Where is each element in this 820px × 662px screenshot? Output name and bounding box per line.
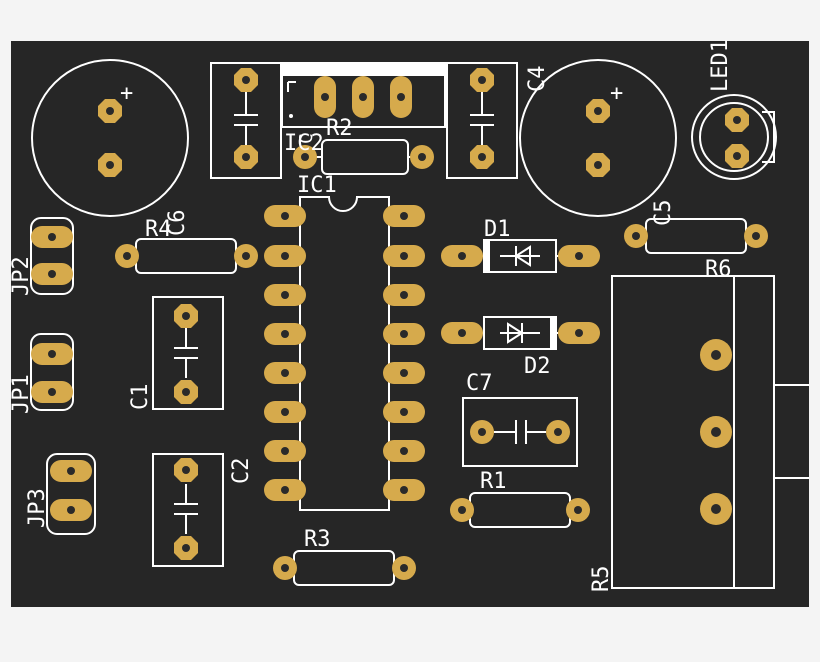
pad: [383, 401, 425, 423]
label-jp3: JP3: [25, 488, 50, 528]
led1-outline: [691, 94, 777, 180]
d1-cathode-band: [484, 240, 490, 272]
pad: [566, 498, 590, 522]
potentiometer-r5-outline: [611, 275, 809, 589]
pad: [450, 498, 474, 522]
pad: [31, 226, 73, 248]
label-c7: C7: [466, 371, 493, 396]
label-r5: R5: [589, 566, 614, 593]
pad: [174, 536, 198, 560]
capacitor-c4-outline: [519, 59, 677, 217]
pad: [725, 108, 749, 132]
pad: [470, 420, 494, 444]
pad: [234, 145, 258, 169]
jumper-jp2-outline: [30, 217, 74, 295]
pad: [410, 145, 434, 169]
pad: [234, 244, 258, 268]
pad: [174, 380, 198, 404]
pad: [98, 153, 122, 177]
jumper-jp1-outline: [30, 333, 74, 411]
label-r2: R2: [326, 116, 353, 141]
label-c6: C6: [165, 210, 190, 237]
pad: [234, 68, 258, 92]
label-r6: R6: [705, 257, 732, 282]
pads: [31, 68, 768, 580]
capacitor-c4b-outline: [446, 62, 518, 179]
capacitor-c1-outline: [152, 296, 224, 410]
pad: [470, 68, 494, 92]
pad: [392, 556, 416, 580]
pad: [174, 304, 198, 328]
pad: [31, 343, 73, 365]
pad: [352, 76, 374, 118]
pad: [383, 440, 425, 462]
pad: [390, 76, 412, 118]
label-r3: R3: [304, 527, 331, 552]
pad: [273, 556, 297, 580]
pad: [586, 99, 610, 123]
label-c1: C1: [128, 384, 153, 411]
pad: [264, 401, 306, 423]
pad: [383, 205, 425, 227]
pad: [546, 420, 570, 444]
pad: [50, 499, 92, 521]
label-ic2: IC2: [284, 131, 324, 156]
pad: [441, 322, 483, 344]
pad: [264, 284, 306, 306]
pad: [264, 323, 306, 345]
pad: [744, 224, 768, 248]
polarity-plus-c4: +: [610, 81, 623, 106]
label-c5: C5: [651, 200, 676, 227]
label-d2: D2: [524, 354, 551, 379]
pad: [383, 284, 425, 306]
label-r4: R4: [145, 217, 172, 242]
pad: [31, 263, 73, 285]
pad: [314, 76, 336, 118]
pad: [725, 144, 749, 168]
ic2-tab-marking: [282, 62, 446, 76]
label-d1: D1: [484, 217, 511, 242]
label-ic1: IC1: [297, 173, 337, 198]
pad: [31, 381, 73, 403]
label-r1: R1: [480, 469, 507, 494]
pad: [264, 362, 306, 384]
pad: [174, 458, 198, 482]
label-c2: C2: [229, 458, 254, 485]
pad: [558, 245, 600, 267]
label-jp2: JP2: [9, 256, 34, 296]
pad: [383, 362, 425, 384]
polarity-plus-c6: +: [120, 81, 133, 106]
ic1-outline: [299, 196, 390, 511]
pad: [383, 245, 425, 267]
pad: [558, 322, 600, 344]
jumper-jp3-outline: [46, 453, 96, 535]
pad: [383, 323, 425, 345]
label-jp1: JP1: [9, 374, 34, 414]
pad: [264, 205, 306, 227]
pad: [50, 460, 92, 482]
pad: [624, 224, 648, 248]
capacitor-c2-outline: [152, 453, 224, 567]
pad: [383, 479, 425, 501]
pad: [115, 244, 139, 268]
pad: [441, 245, 483, 267]
label-led1: LED1: [708, 39, 733, 92]
pad: [586, 153, 610, 177]
pad: [264, 479, 306, 501]
pad: [98, 99, 122, 123]
capacitor-c6-outline: [31, 59, 189, 217]
d2-cathode-band: [550, 317, 556, 349]
pad: [264, 245, 306, 267]
capacitor-c7-outline: [462, 397, 578, 467]
label-c3: C: [296, 133, 317, 144]
label-c4: C4: [525, 66, 550, 93]
pad: [264, 440, 306, 462]
pad: [470, 145, 494, 169]
